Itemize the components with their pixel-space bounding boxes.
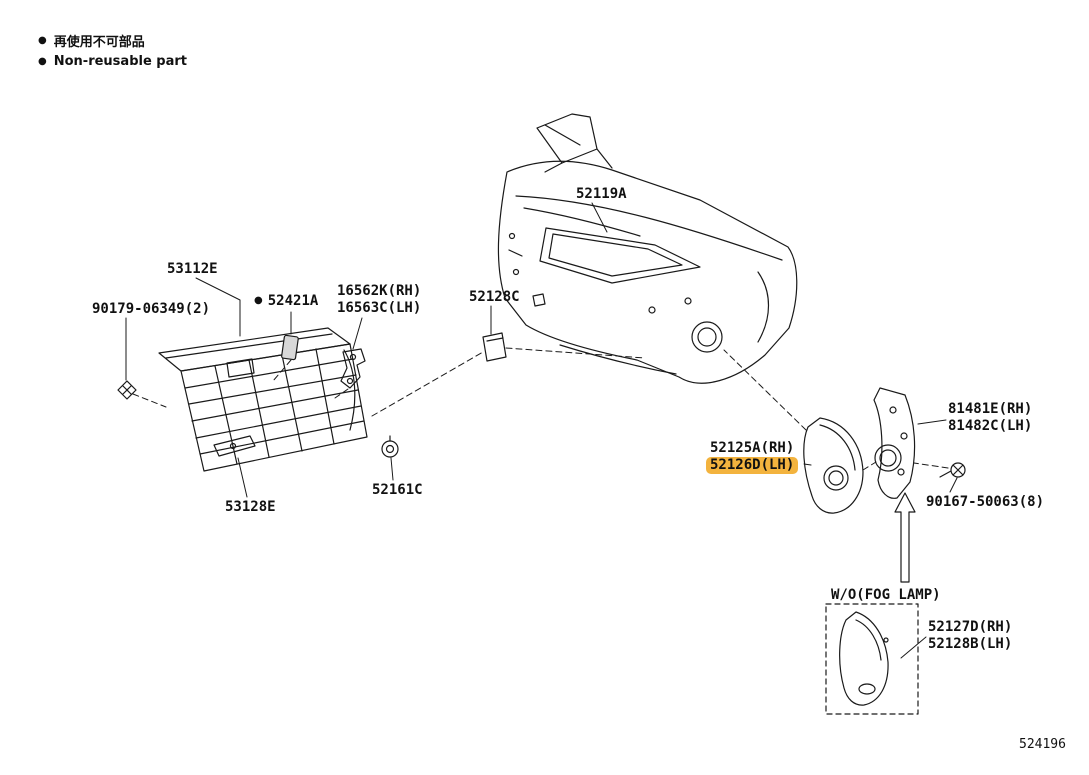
callout-52126D-highlighted[interactable]: 52126D(LH): [706, 457, 799, 474]
callout-52161C[interactable]: 52161C: [372, 482, 423, 498]
callout-52119A[interactable]: 52119A: [576, 186, 627, 202]
legend-text-en: Non-reusable part: [53, 54, 187, 69]
radiator-grille-drawing: [158, 327, 368, 472]
grille-clip-drawing: [117, 380, 137, 400]
fog-bezel-drawing: [803, 417, 864, 514]
leader-lines: [125, 202, 958, 659]
callout-81481E-81482C: 81481E(RH) 81482C(LH): [948, 401, 1032, 435]
callout-81482C[interactable]: 81482C(LH): [948, 418, 1033, 434]
callout-52421A[interactable]: ● 52421A: [254, 293, 318, 309]
hood-lock-bracket-drawing: [340, 348, 366, 389]
callout-81481E[interactable]: 81481E(RH): [948, 401, 1033, 417]
grommet-drawing: [381, 435, 399, 458]
assembly-dashed-lines: [132, 347, 949, 471]
wo-fog-lamp-variant-group: [825, 603, 919, 715]
callout-16563C[interactable]: 16563C(LH): [337, 300, 422, 316]
callout-52128B[interactable]: 52128B(LH): [928, 636, 1013, 652]
legend-row-en: ● Non-reusable part: [38, 51, 187, 72]
callout-90167-50063[interactable]: 90167-50063(8): [926, 494, 1045, 510]
up-arrow: [894, 492, 916, 583]
non-reusable-bullet-icon: ●: [38, 34, 47, 46]
fog-retainer-drawing: [873, 387, 916, 499]
legend-text-jp: 再使用不可部品: [53, 35, 145, 50]
callout-90179-06349[interactable]: 90179-06349(2): [92, 301, 211, 317]
non-reusable-bullet-icon: ●: [38, 55, 47, 67]
non-reusable-bullet-icon: ●: [254, 295, 263, 306]
callout-52421A-text: 52421A: [267, 293, 319, 309]
callout-52127D-52128B: 52127D(RH) 52128B(LH): [928, 619, 1012, 653]
diagram-code: 524196: [1019, 737, 1066, 752]
callout-53128E[interactable]: 53128E: [225, 499, 276, 515]
callout-53112E[interactable]: 53112E: [167, 261, 218, 277]
legend-row-jp: ● 再使用不可部品: [38, 30, 187, 51]
lower-bracket-drawing: [213, 435, 256, 457]
bumper-seal-drawing: [482, 332, 507, 362]
legend: ● 再使用不可部品 ● Non-reusable part: [38, 30, 187, 72]
callout-52127D[interactable]: 52127D(RH): [928, 619, 1013, 635]
front-bumper-drawing: [497, 113, 798, 384]
screw-drawing: [939, 462, 966, 478]
callout-16562K-16563C: 16562K(RH) 16563C(LH): [337, 283, 421, 317]
cushion-pad-drawing: [281, 334, 299, 361]
callout-52125A-52126D: 52125A(RH) 52126D(LH): [706, 440, 799, 474]
variant-note-wo-fog-lamp: W/O(FOG LAMP): [831, 587, 941, 603]
callout-52128C[interactable]: 52128C: [469, 289, 520, 305]
callout-16562K[interactable]: 16562K(RH): [337, 283, 422, 299]
callout-52125A[interactable]: 52125A(RH): [710, 440, 795, 456]
